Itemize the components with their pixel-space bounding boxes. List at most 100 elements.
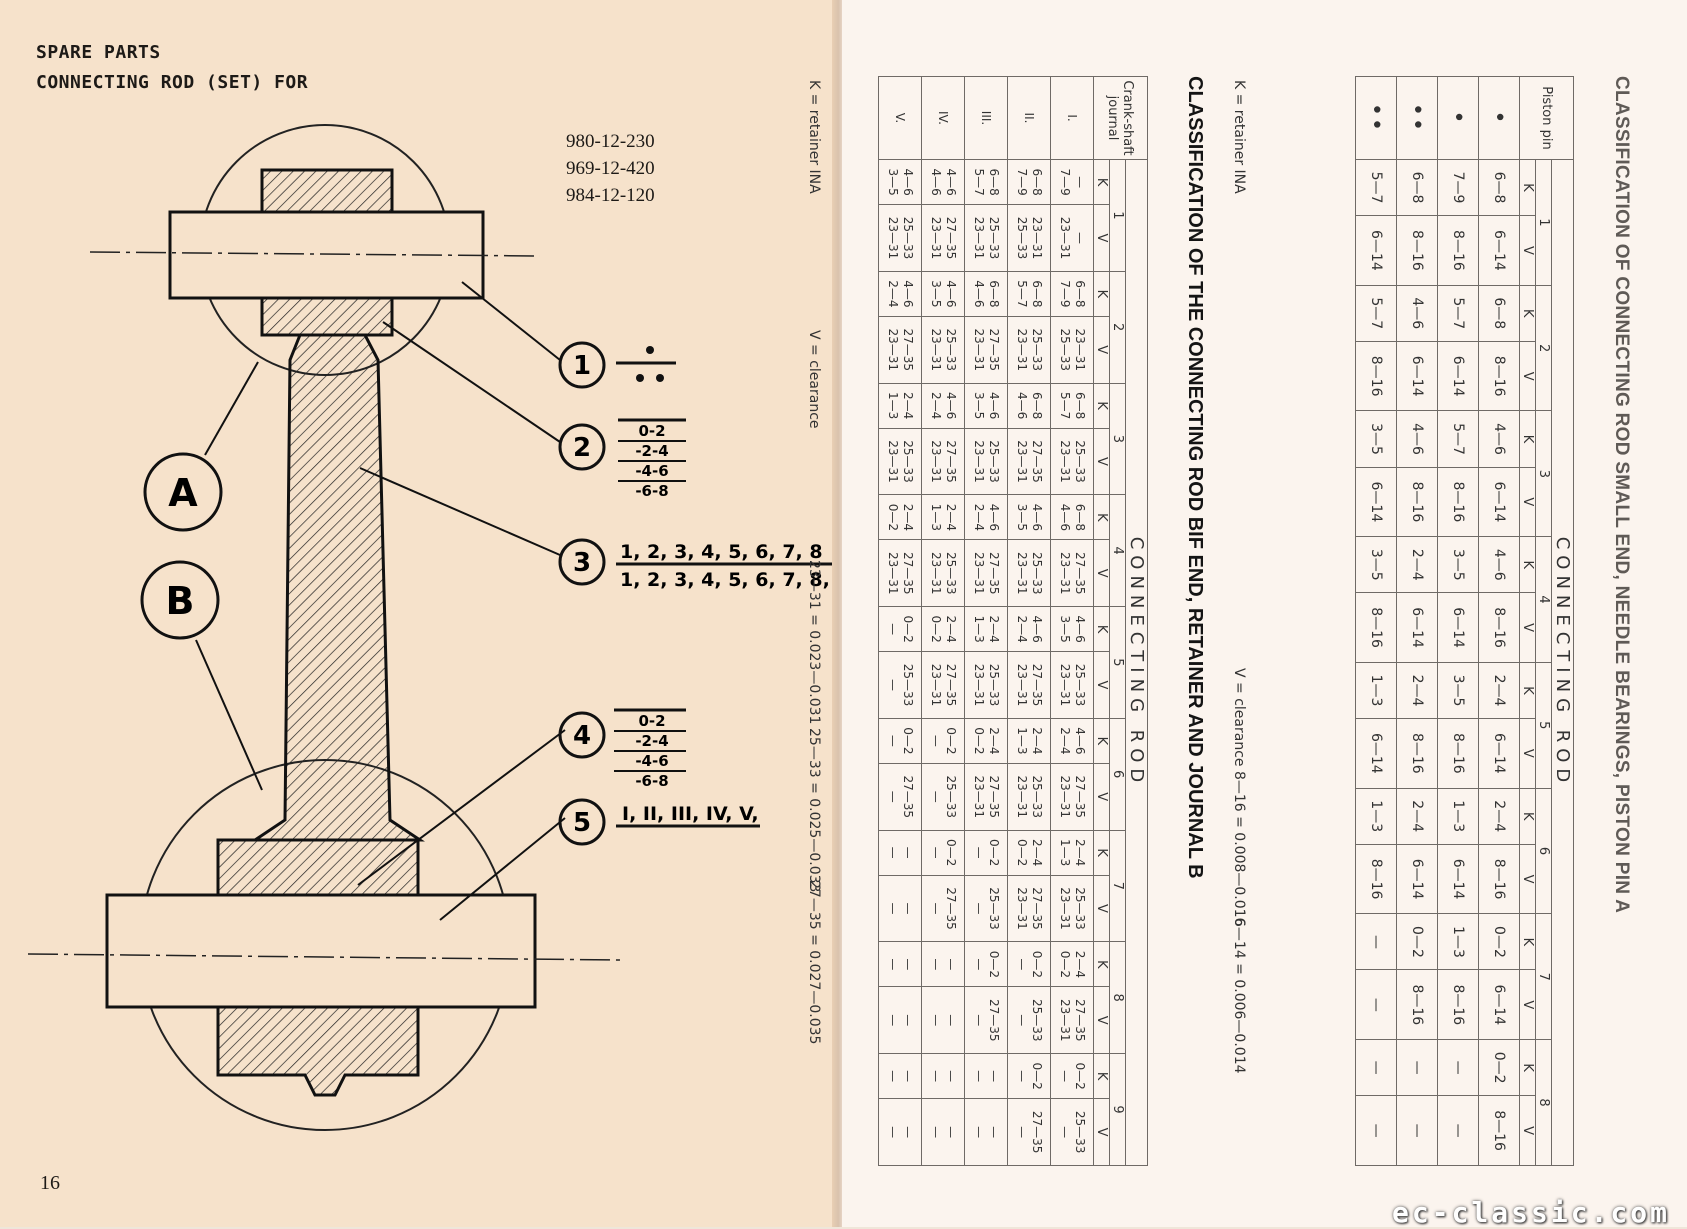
- cell-value: —: [929, 790, 943, 803]
- cell-value: —: [886, 902, 900, 915]
- journal-class: IV.: [921, 76, 965, 160]
- cell-value: 2—4: [972, 503, 986, 531]
- cell-value: 5—7: [1058, 391, 1072, 420]
- table1-group: 3: [1535, 410, 1552, 537]
- table2-sub-k: K: [1093, 941, 1110, 987]
- cell-value: —: [901, 958, 915, 971]
- table1-note-v2: 6—14 = 0.006—0.014: [1231, 918, 1247, 1074]
- table-cell: 8—16: [1437, 215, 1479, 286]
- cell-value: —: [987, 1070, 1001, 1083]
- table1-sub-k: K: [1519, 285, 1536, 342]
- cell-value: 2—4: [1073, 950, 1087, 978]
- cell-value: —: [972, 958, 986, 971]
- cell-value: 23—31: [1058, 775, 1072, 818]
- cell-value: 4—6: [901, 168, 915, 196]
- table-cell: 6—14: [1396, 844, 1438, 914]
- table-cell: 0—2—: [878, 606, 922, 652]
- table-cell: 6—14: [1355, 718, 1397, 789]
- cell-value: —: [944, 958, 958, 971]
- journal-class: III.: [964, 76, 1008, 160]
- table-cell: 8—16: [1478, 844, 1520, 914]
- cell-value: 27—35: [1030, 663, 1044, 707]
- table-cell: —: [1396, 1039, 1438, 1096]
- cell-value: 23—31: [1058, 216, 1072, 260]
- table2-sub-k: K: [1093, 494, 1110, 540]
- cell-value: 1—3: [886, 391, 900, 420]
- cell-value: —: [886, 623, 900, 636]
- cell-value: —: [886, 734, 900, 747]
- table-cell: 4—6: [1478, 536, 1520, 593]
- cell-value: 23—31: [972, 216, 986, 260]
- table-cell: 8—16: [1355, 341, 1397, 411]
- table-cell: 1—3: [1437, 788, 1479, 845]
- cell-value: 25—33: [1030, 775, 1044, 818]
- table2-group: 3: [1109, 383, 1126, 495]
- table1-row-header: Piston pin: [1519, 76, 1574, 160]
- cell-value: 25—33: [1030, 998, 1044, 1042]
- cell-value: 2—4: [901, 503, 915, 531]
- callout-5-value: I, II, III, IV, V,: [622, 803, 759, 825]
- cell-value: —: [886, 678, 900, 691]
- table2-note-v: V = clearance: [806, 330, 822, 429]
- cell-value: —: [987, 1126, 1001, 1139]
- table-cell: 8—16: [1437, 467, 1479, 537]
- table1-sub-k: K: [1519, 159, 1536, 216]
- table-cell: 5—7: [1355, 285, 1397, 342]
- table1-sub-v: V: [1519, 1095, 1536, 1166]
- left-page: SPARE PARTS CONNECTING ROD (SET) FOR 980…: [0, 0, 838, 1227]
- cell-value: —: [886, 1070, 900, 1083]
- table1-note-k: K = retainer INA: [1231, 80, 1247, 194]
- cell-value: 1—3: [929, 503, 943, 531]
- table-cell: 2—4: [1396, 662, 1438, 719]
- cell-value: 2—4: [929, 391, 943, 420]
- table-cell: ——: [878, 875, 922, 942]
- table-cell: 6—8: [1478, 285, 1520, 342]
- cell-value: —: [944, 1126, 958, 1139]
- cell-value: —: [944, 1014, 958, 1027]
- cell-value: 23—31: [886, 440, 900, 483]
- cell-value: 6—8: [1030, 280, 1044, 308]
- table-cell: —23—31: [1050, 204, 1094, 272]
- cell-value: 25—33: [944, 551, 958, 595]
- table-cell: 6—14: [1437, 341, 1479, 411]
- table-cell: 8—16: [1478, 1095, 1520, 1166]
- cell-value: 23—31: [1015, 663, 1029, 707]
- journal-class: II.: [1007, 76, 1051, 160]
- callout-1: 1: [573, 351, 591, 381]
- cell-value: 27—35: [1030, 1110, 1044, 1154]
- cell-value: 6—8: [1073, 280, 1087, 308]
- cell-value: 27—35: [1030, 887, 1044, 930]
- cell-value: —: [1073, 231, 1087, 244]
- table-cell: ——: [964, 1053, 1008, 1099]
- cell-value: 23—31: [929, 663, 943, 707]
- cell-value: —: [1058, 1126, 1072, 1139]
- table1-sub-v: V: [1519, 215, 1536, 286]
- connecting-rod-drawing: 1 2 3 4 5 A B 0-2 -2-4 -4-6 -6-8 1, 2, 3…: [27, 124, 838, 1131]
- cell-value: —: [886, 790, 900, 803]
- cell-value: 2—4: [901, 391, 915, 420]
- table-cell: —: [1437, 1095, 1479, 1166]
- callout-3-line1: 1, 2, 3, 4, 5, 6, 7, 8: [620, 541, 823, 563]
- cell-value: —: [929, 846, 943, 859]
- table1-sub-v: V: [1519, 718, 1536, 789]
- cell-value: 23—31: [929, 440, 943, 483]
- table-cell: 0—2—: [1050, 1053, 1094, 1099]
- table1-sub-v: V: [1519, 844, 1536, 914]
- cell-value: 3—5: [1015, 503, 1029, 531]
- cell-value: 6—8: [1030, 391, 1044, 420]
- cell-value: 25—33: [1030, 328, 1044, 371]
- table-cell: —: [1355, 969, 1397, 1040]
- table1-title: CLASSIFICATION OF CONNECTING ROD SMALL E…: [1611, 76, 1632, 914]
